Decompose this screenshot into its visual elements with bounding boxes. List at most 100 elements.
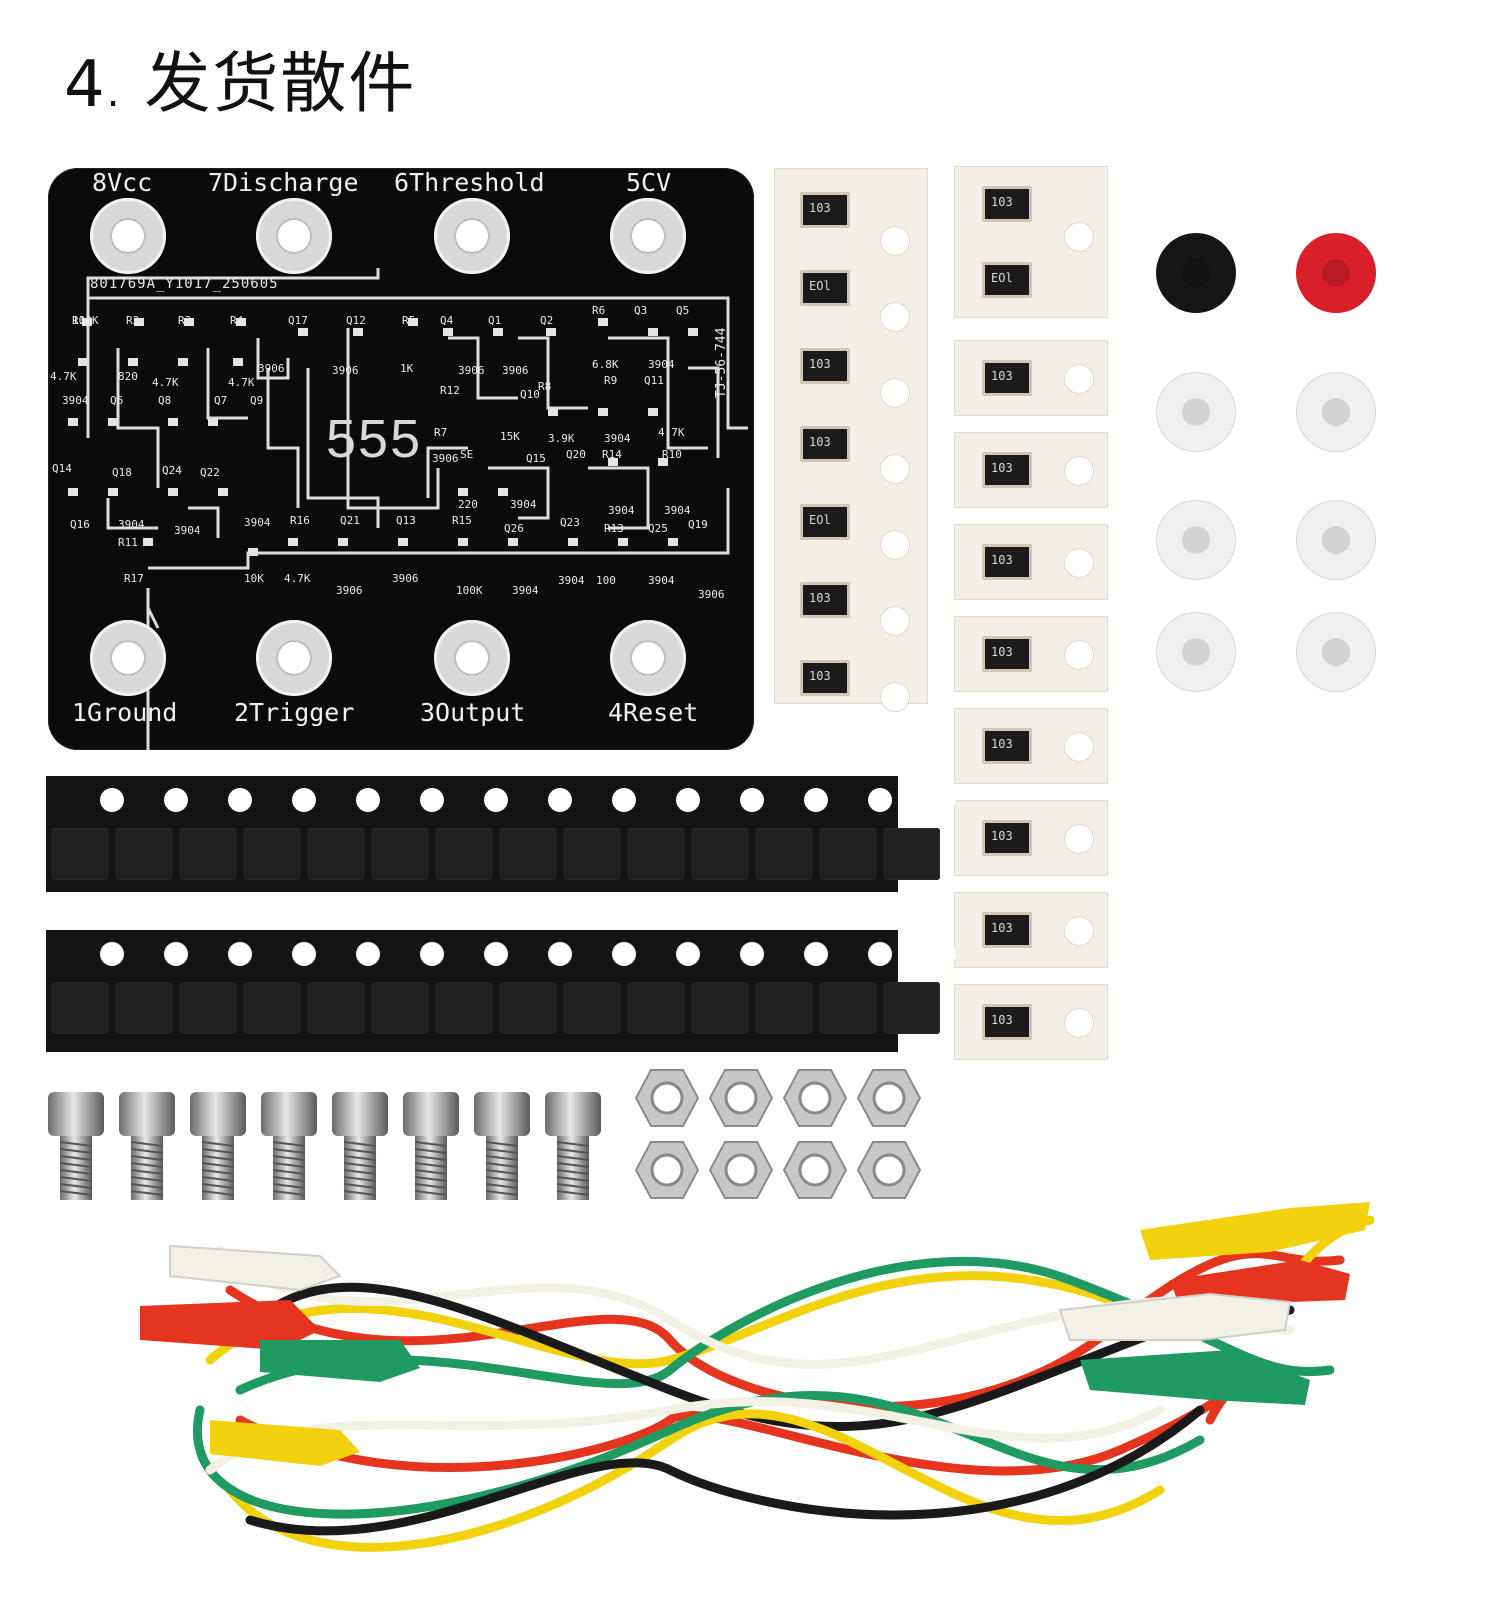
resistor-marking: 103 (809, 435, 831, 449)
sot23-transistor (52, 982, 108, 1034)
silkscreen-label: Q23 (560, 516, 580, 529)
silkscreen-label: 100 (596, 574, 616, 587)
reel-sprocket-hole (932, 788, 956, 812)
reel-sprocket-hole (676, 942, 700, 966)
silkscreen-label: Q11 (644, 374, 664, 387)
sot23-transistor (52, 828, 108, 880)
silkscreen-label: 3906 (432, 452, 459, 465)
hex-nut-icon (634, 1069, 700, 1127)
resistor-marking: 103 (809, 669, 831, 683)
silkscreen-label: Q5 (676, 304, 690, 317)
silkscreen-label: Q16 (70, 518, 90, 531)
alligator-clip-wires (140, 1202, 1375, 1552)
silkscreen-label: 100K (72, 314, 99, 327)
silkscreen-label: 3906 (258, 362, 285, 375)
hex-nut-icon (856, 1069, 922, 1127)
page-title: 4. 发货散件 (64, 45, 417, 122)
reel-sprocket-hole (420, 942, 444, 966)
sot23-transistor (564, 828, 620, 880)
sot23-transistor (116, 828, 172, 880)
title-number: 4 (64, 48, 107, 122)
silkscreen-label: R10 (662, 448, 682, 461)
silkscreen-label: 15K (500, 430, 520, 443)
silkscreen-label: 3906 (502, 364, 529, 377)
silkscreen-label: 10K (244, 572, 264, 585)
sot23-transistor (500, 828, 556, 880)
resistor-marking: 103 (991, 369, 1013, 383)
resistor-chip: 103 (982, 636, 1032, 672)
sot23-transistor (820, 828, 876, 880)
hex-nut-icon (856, 1141, 922, 1199)
sot23-transistor (372, 982, 428, 1034)
cap-icon-white (1156, 500, 1236, 580)
silkscreen-label: R1 (72, 314, 86, 327)
sot23-transistor (628, 828, 684, 880)
sot23-transistor (756, 828, 812, 880)
resistor-chip: 103 (982, 1004, 1032, 1040)
screw-icon (48, 1092, 104, 1200)
sot23-transistor (500, 982, 556, 1034)
silkscreen-label: Q18 (112, 466, 132, 479)
screw-icon (474, 1092, 530, 1200)
resistor-marking: 103 (991, 461, 1013, 475)
cap-icon-white (1156, 612, 1236, 692)
sot23-transistor (244, 982, 300, 1034)
screw-icon (261, 1092, 317, 1200)
silkscreen-label: R3 (178, 314, 192, 327)
resistor-chip: EOl (800, 270, 850, 306)
tape-sprocket-hole (1064, 222, 1094, 252)
pin-label-4: 4Reset (608, 698, 699, 727)
silkscreen-label: R16 (290, 514, 310, 527)
sot23-transistor (884, 828, 940, 880)
silkscreen-label: 3904 (558, 574, 585, 587)
silkscreen-label: R17 (124, 572, 144, 585)
sot23-transistor (308, 828, 364, 880)
sot23-transistor (180, 982, 236, 1034)
reel-sprocket-hole (612, 942, 636, 966)
resistor-tape-piece: 103 (954, 432, 1108, 508)
silkscreen-label: 3904 (648, 574, 675, 587)
part-number: 801769A_Y1017_250605 (90, 276, 279, 292)
resistor-marking: EOl (991, 271, 1013, 285)
silkscreen-label: Q13 (396, 514, 416, 527)
tape-sprocket-hole (1064, 916, 1094, 946)
tape-sprocket-hole (880, 606, 910, 636)
sot23-transistor (820, 982, 876, 1034)
tape-sprocket-hole (880, 226, 910, 256)
silkscreen-label: R15 (452, 514, 472, 527)
reel-sprocket-hole (548, 788, 572, 812)
cap-icon-black (1156, 233, 1236, 313)
silkscreen-label: 3904 (648, 358, 675, 371)
resistor-chip: 103 (800, 660, 850, 696)
tape-sprocket-hole (1064, 640, 1094, 670)
reel-sprocket-hole (164, 942, 188, 966)
pin-pad-7 (256, 198, 332, 274)
resistor-marking: 103 (991, 829, 1013, 843)
tape-sprocket-hole (1064, 456, 1094, 486)
sot23-transistor (116, 982, 172, 1034)
silkscreen-label: Q26 (504, 522, 524, 535)
silkscreen-label: R12 (440, 384, 460, 397)
reel-sprocket-hole (804, 942, 828, 966)
silkscreen-label: 220 (458, 498, 478, 511)
silkscreen-label: 4.7K (284, 572, 311, 585)
resistor-marking: 103 (991, 645, 1013, 659)
hex-nut-icon (634, 1141, 700, 1199)
resistor-tape-piece: 103 (954, 800, 1108, 876)
resistor-marking: EOl (809, 279, 831, 293)
reel-sprocket-hole (932, 942, 956, 966)
silkscreen-label: 3906 (698, 588, 725, 601)
pin-label-2: 2Trigger (234, 698, 355, 727)
silkscreen-label: 3906 (458, 364, 485, 377)
resistor-chip: 103 (800, 426, 850, 462)
reel-sprocket-hole (228, 788, 252, 812)
resistor-marking: 103 (809, 591, 831, 605)
tape-sprocket-hole (1064, 364, 1094, 394)
resistor-tape-piece: 103 (954, 616, 1108, 692)
resistor-chip: 103 (982, 544, 1032, 580)
silkscreen-label: R2 (126, 314, 140, 327)
resistor-marking: 103 (991, 737, 1013, 751)
side-code: TJ-56-744 (714, 327, 729, 398)
reel-sprocket-hole (164, 788, 188, 812)
silkscreen-label: Q12 (346, 314, 366, 327)
